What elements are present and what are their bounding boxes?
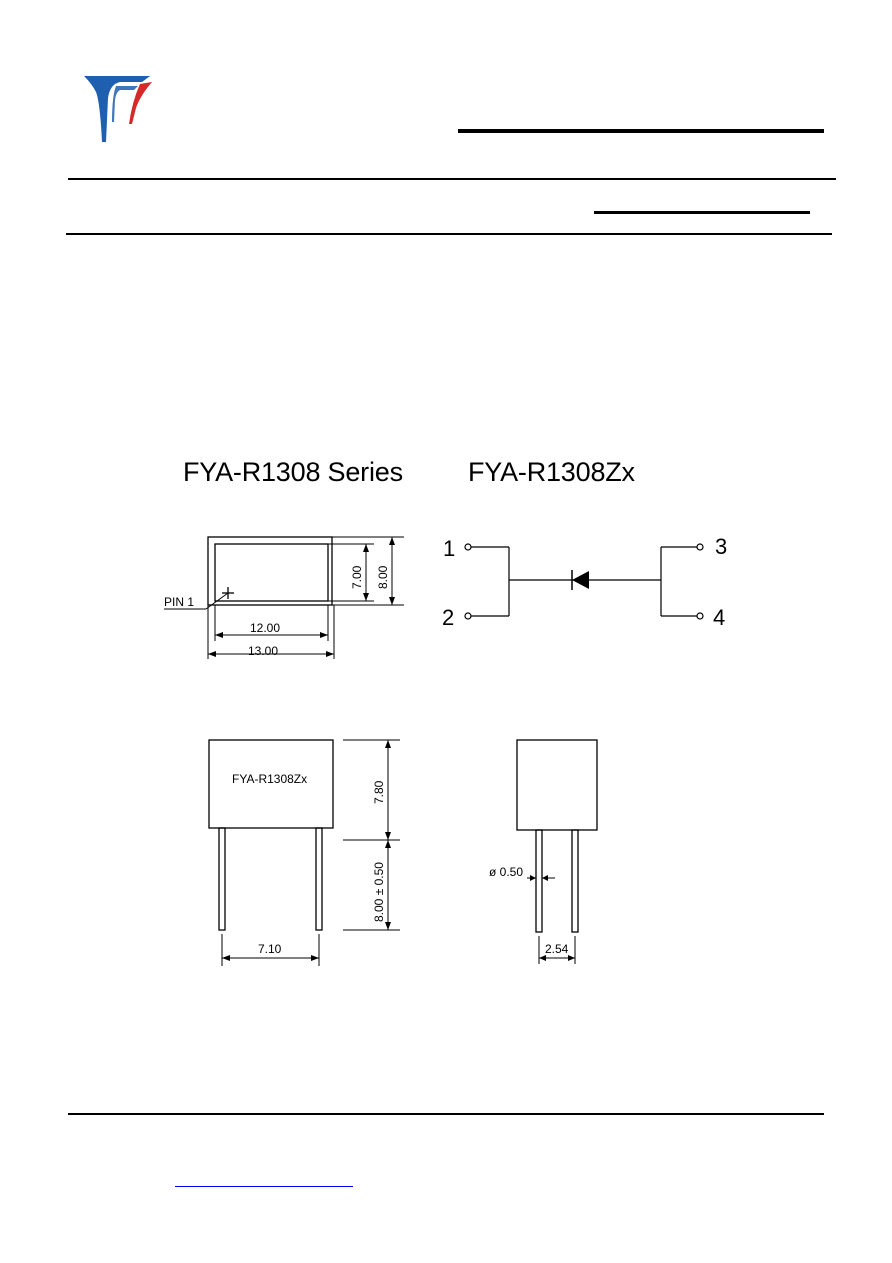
pin1-number: 1 xyxy=(443,536,455,561)
side-lead-right xyxy=(571,829,579,933)
header-thick-rule xyxy=(458,129,824,133)
dim-outer-height: 8.00 xyxy=(376,565,390,589)
front-lead-left xyxy=(218,827,226,931)
front-view-drawing: FYA-R1308Zx 7.80 8.00 ± 0.50 7.10 xyxy=(208,739,400,966)
front-lead-right xyxy=(315,827,323,931)
pin4-terminal xyxy=(696,612,704,620)
company-logo xyxy=(84,76,152,142)
outer-body-outline xyxy=(207,536,333,606)
pin2-terminal xyxy=(464,612,472,620)
pin3-number: 3 xyxy=(715,534,727,559)
model-heading: FYA-R1308Zx xyxy=(468,457,635,487)
diode-triangle xyxy=(572,571,589,589)
side-view-drawing: ø 0.50 2.54 xyxy=(489,739,598,964)
footer-rule xyxy=(68,1113,824,1115)
pin1-terminal xyxy=(464,543,472,551)
dim-lead-length: 8.00 ± 0.50 xyxy=(372,862,386,922)
header-short-rule xyxy=(594,211,810,214)
website-link-underline[interactable] xyxy=(175,1186,353,1187)
body-marking: FYA-R1308Zx xyxy=(232,772,307,786)
dim-body-height: 7.80 xyxy=(372,780,386,804)
dim-inner-height: 7.00 xyxy=(350,565,364,589)
dim-inner-width: 12.00 xyxy=(250,621,280,635)
top-view-drawing: PIN 1 12.00 13.00 7.00 8.00 xyxy=(164,536,404,659)
side-lead-left xyxy=(535,829,543,933)
dim-outer-width: 13.00 xyxy=(248,644,278,658)
pin3-terminal xyxy=(696,543,704,551)
schematic-diagram: 1 2 3 4 xyxy=(442,534,727,630)
series-heading: FYA-R1308 Series xyxy=(183,457,403,487)
logo-blue-mark xyxy=(84,76,150,142)
side-body xyxy=(516,739,598,831)
pin1-label: PIN 1 xyxy=(164,595,194,609)
dim-front-lead-pitch: 7.10 xyxy=(258,942,282,956)
header-rule-top xyxy=(68,178,836,180)
dim-lead-diameter: ø 0.50 xyxy=(489,865,523,879)
header-rule-bottom xyxy=(66,233,832,235)
dim-side-lead-pitch: 2.54 xyxy=(545,942,569,956)
front-body xyxy=(208,739,334,829)
pin2-number: 2 xyxy=(442,605,454,630)
inner-body-outline xyxy=(214,543,329,602)
logo-red-mark xyxy=(129,82,152,124)
pin4-number: 4 xyxy=(713,605,725,630)
